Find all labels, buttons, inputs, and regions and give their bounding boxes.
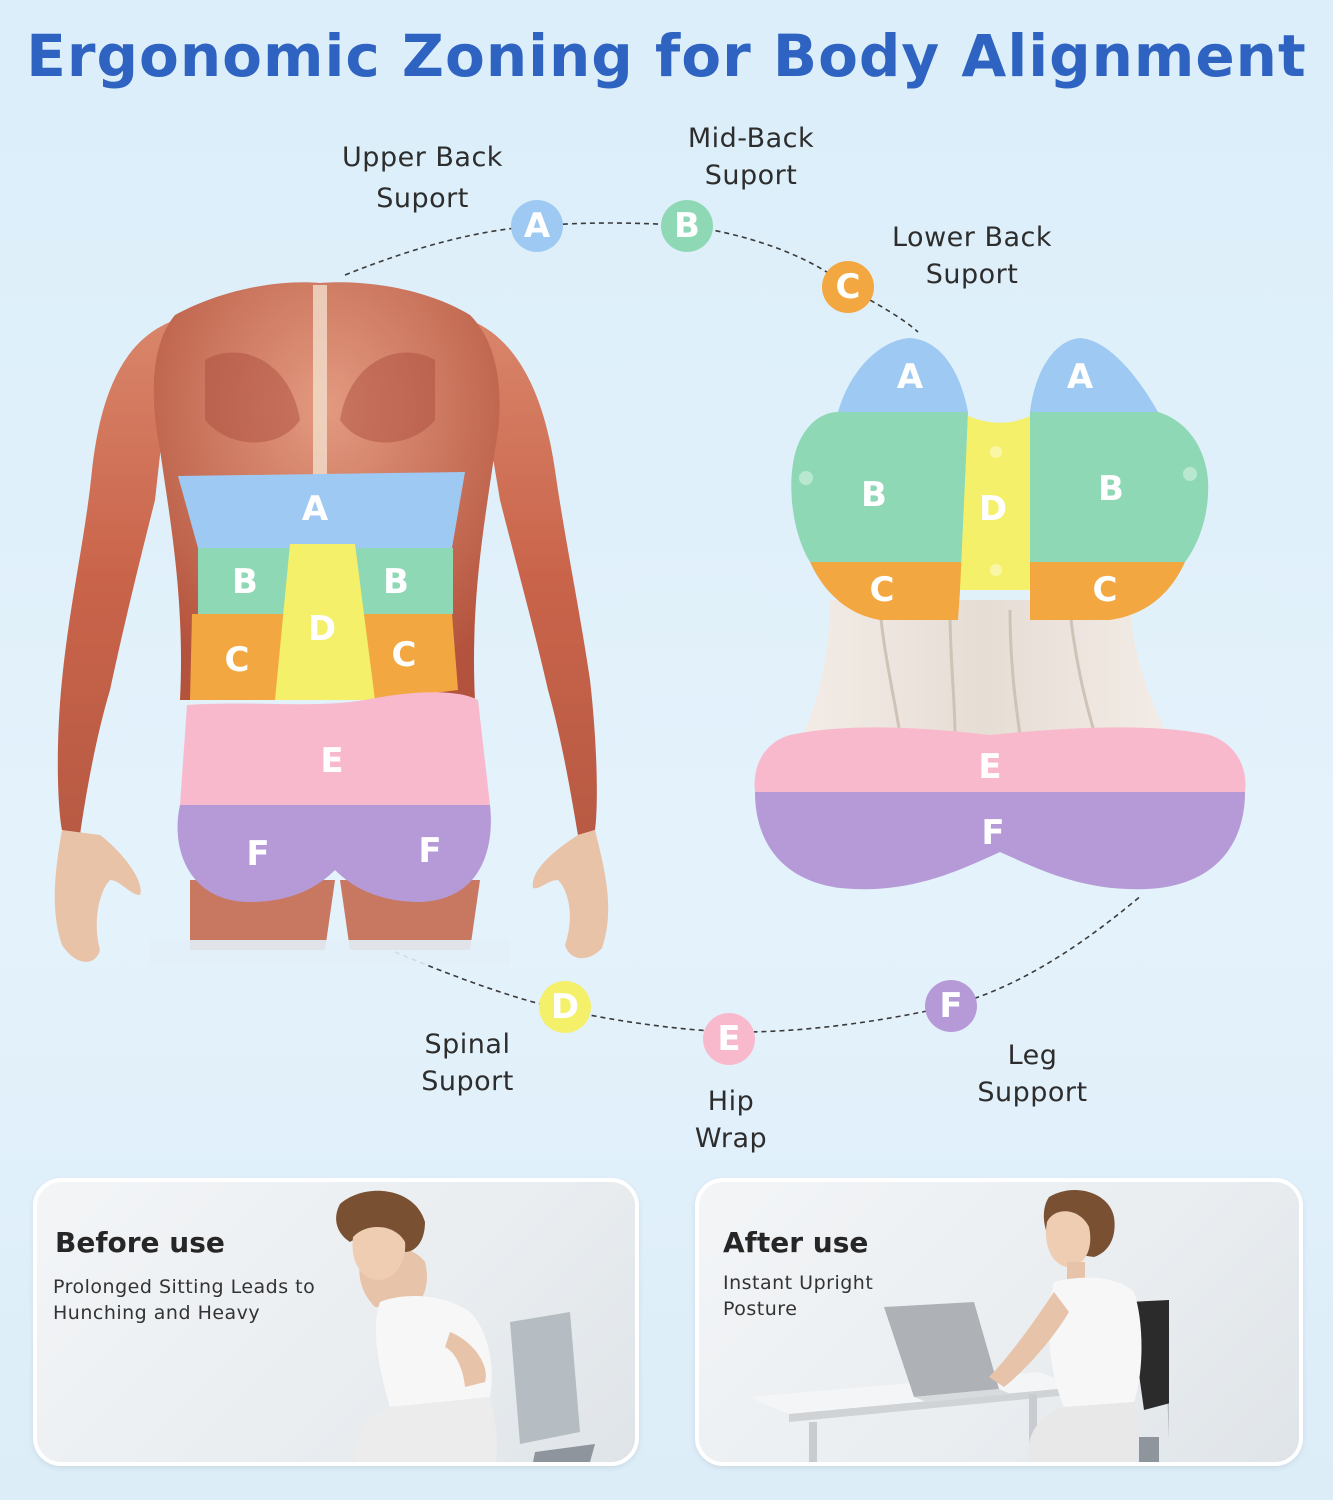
cushion-label-a-right: A [1067, 357, 1094, 397]
badge-c: C [822, 261, 874, 313]
body-zone-b-left [198, 548, 290, 614]
cushion-zone-b-left [791, 412, 968, 562]
body-zone-c-left [190, 614, 290, 700]
cushion-label-b-right: B [1098, 469, 1124, 509]
before-use-card: Before use Prolonged Sitting Leads to Hu… [33, 1178, 639, 1466]
zone-label-upper-back: Upper Back Suport [342, 142, 503, 214]
body-label-b-right: B [383, 562, 409, 602]
cushion-label-f: F [981, 813, 1004, 853]
cushion-zone-c-left [810, 562, 962, 620]
badge-f: F [925, 980, 977, 1032]
after-use-card: After use Instant Upright Posture [695, 1178, 1303, 1466]
before-use-description: Prolonged Sitting Leads to Hunching and … [53, 1276, 316, 1324]
cushion-product: A A B B C C D E F [754, 338, 1246, 890]
after-use-title: After use [723, 1226, 869, 1259]
body-zone-b-right [355, 548, 453, 614]
woman-hunching-photo [336, 1190, 595, 1462]
cushion-label-c-right: C [1093, 570, 1118, 610]
cushion-label-c-left: C [870, 570, 895, 610]
after-use-description: Instant Upright Posture [723, 1272, 874, 1320]
cushion-zone-f [755, 792, 1245, 890]
body-label-a: A [302, 489, 329, 529]
body-label-e: E [320, 741, 343, 781]
body-label-d: D [308, 609, 336, 649]
cushion-zone-d [960, 416, 1030, 590]
body-label-f-right: F [418, 831, 441, 871]
muscle-body-figure: A B B C C D E F F [54, 282, 609, 965]
body-zone-f [177, 805, 491, 902]
zone-label-lower-back: Lower Back Suport [891, 222, 1052, 290]
badge-b: B [661, 200, 713, 252]
badge-e: E [703, 1013, 755, 1065]
cushion-label-e: E [978, 747, 1001, 787]
zone-label-mid-back: Mid-Back Suport [687, 123, 815, 191]
body-zone-a [178, 472, 465, 548]
cushion-zone-b-right [1030, 412, 1209, 562]
zone-label-hip: Hip Wrap [694, 1086, 768, 1154]
body-label-b-left: B [232, 562, 258, 602]
body-zone-d [275, 544, 375, 700]
zoning-diagram: A B B C C D E F F A A B B C C D E [54, 222, 1246, 1033]
badge-d: D [539, 981, 591, 1033]
body-zone-c-right [355, 614, 458, 700]
cushion-label-d: D [979, 489, 1007, 529]
cushion-label-a-left: A [897, 357, 924, 397]
cushion-zone-e [754, 727, 1246, 792]
body-label-c-right: C [392, 635, 417, 675]
cushion-zone-a-left [838, 338, 968, 412]
body-zone-e [180, 692, 490, 805]
cushion-zone-a-right [1030, 338, 1158, 412]
zone-label-spinal: Spinal Suport [421, 1029, 514, 1097]
badge-a: A [511, 200, 563, 252]
page-title: Ergonomic Zoning for Body Alignment [26, 22, 1307, 90]
before-use-title: Before use [55, 1226, 225, 1259]
zone-label-leg: Leg Support [977, 1040, 1088, 1108]
body-label-c-left: C [225, 640, 250, 680]
woman-upright-photo [749, 1189, 1169, 1462]
cushion-label-b-left: B [861, 475, 887, 515]
body-label-f-left: F [246, 834, 269, 874]
cushion-zone-c-right [1030, 562, 1185, 620]
